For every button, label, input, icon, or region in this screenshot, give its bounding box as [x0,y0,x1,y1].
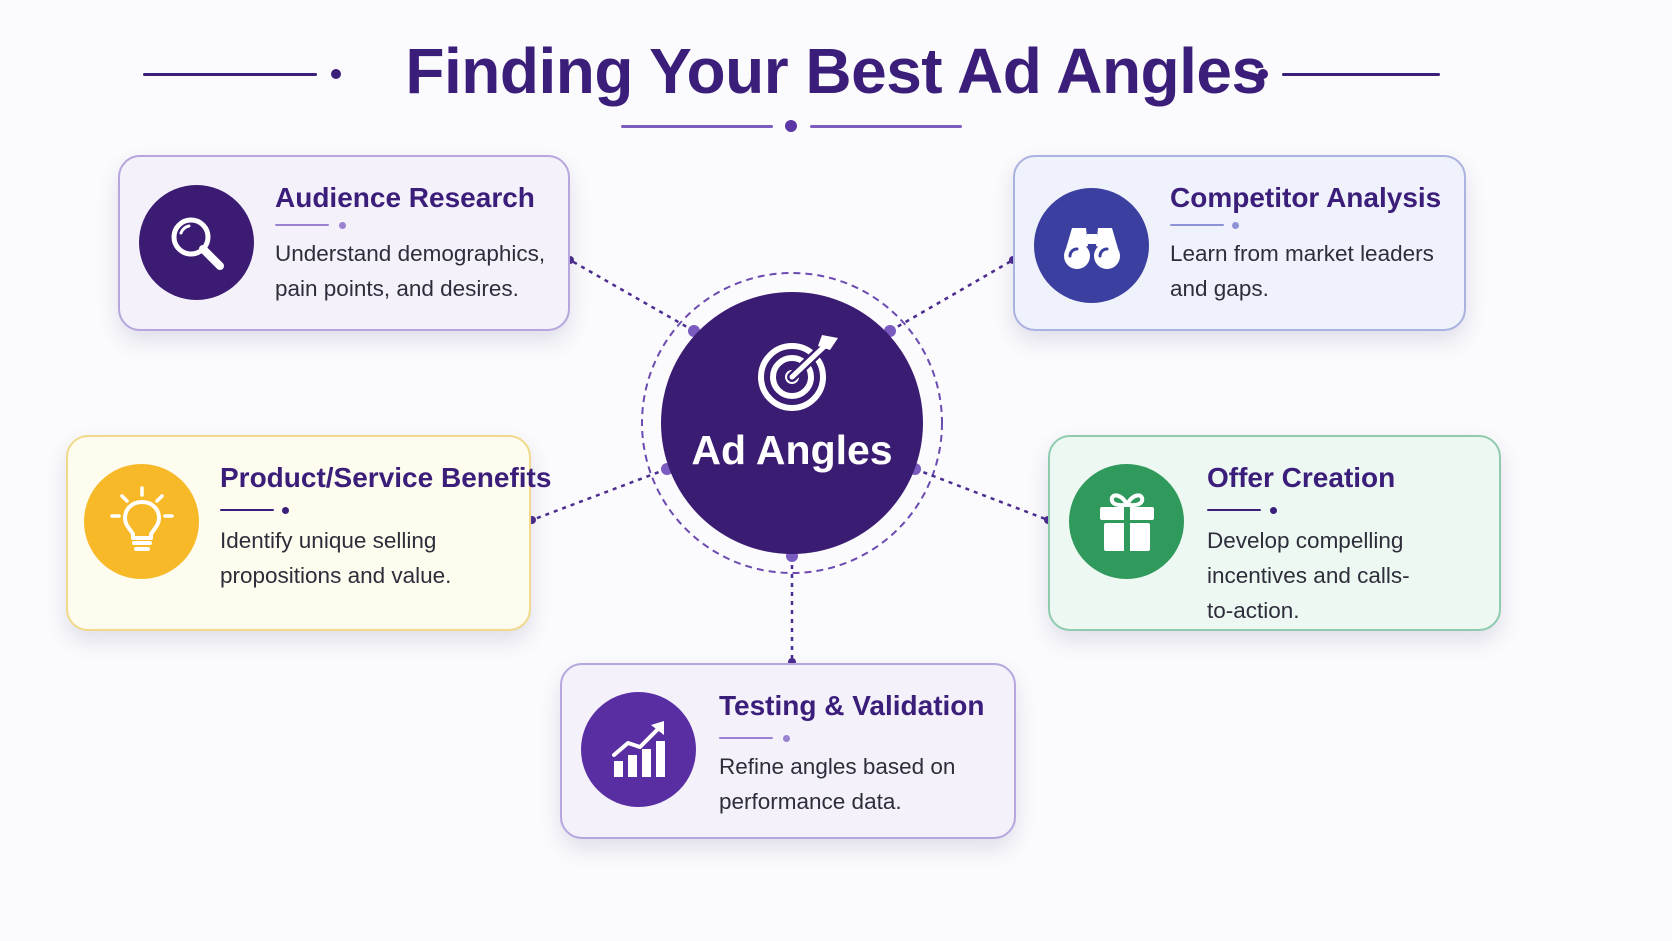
competitor-divider [1170,224,1224,226]
audience-description: Understand demographics, pain points, an… [275,241,546,301]
card-audience-research: Audience Research Understand demographic… [118,155,570,331]
target-arrow-icon [758,335,838,411]
offer-divider-dot [1270,507,1277,514]
gift-icon [1099,493,1154,551]
benefits-divider [220,509,274,511]
benefits-title: Product/Service Benefits [220,462,552,493]
connector-benefits [531,467,668,522]
testing-description: Refine angles based on performance data. [719,754,956,814]
testing-icon-circle [581,692,696,807]
magnifier-icon [171,217,224,270]
competitor-icon-circle [1034,188,1149,303]
growth-chart-icon [611,720,665,777]
offer-icon-circle [1069,464,1184,579]
offer-divider [1207,509,1261,511]
connector-audience [569,258,695,333]
lightbulb-icon [109,485,174,551]
competitor-divider-dot [1232,222,1239,229]
title-dot-right [1258,69,1268,79]
audience-title: Audience Research [275,182,535,213]
benefits-icon-circle [84,464,199,579]
card-testing-validation: Testing & Validation Refine angles based… [560,663,1016,839]
testing-title: Testing & Validation [719,690,985,721]
binoculars-icon [1063,227,1120,269]
center-hub [661,292,923,554]
subtitle-rule-left [621,125,773,128]
audience-divider-dot [339,222,346,229]
page-title: Finding Your Best Ad Angles [405,35,1267,107]
competitor-description: Learn from market leaders and gaps. [1170,241,1434,301]
audience-divider [275,224,329,226]
center-dashed-ring [641,272,943,574]
benefits-description: Identify unique selling propositions and… [220,528,452,588]
connector-competitor [889,258,1014,333]
card-product-benefits: Product/Service Benefits Identify unique… [66,435,551,631]
offer-description: Develop compelling incentives and calls-… [1207,528,1410,623]
benefits-divider-dot [282,507,289,514]
offer-title: Offer Creation [1207,462,1396,493]
subtitle-rule-right [810,125,962,128]
testing-divider [719,737,773,739]
center-label: Ad Angles [691,427,893,473]
audience-icon-circle [139,185,254,300]
card-offer-creation: Offer Creation Develop compelling incent… [1048,435,1501,631]
competitor-title: Competitor Analysis [1170,182,1442,213]
connector-offer [914,467,1049,522]
title-rule-right [1282,73,1440,76]
title-rule-left [143,73,317,76]
subtitle-dot [785,120,797,132]
testing-divider-dot [783,735,790,742]
title-dot-left [331,69,341,79]
card-competitor-analysis: Competitor Analysis Learn from market le… [1013,155,1466,331]
